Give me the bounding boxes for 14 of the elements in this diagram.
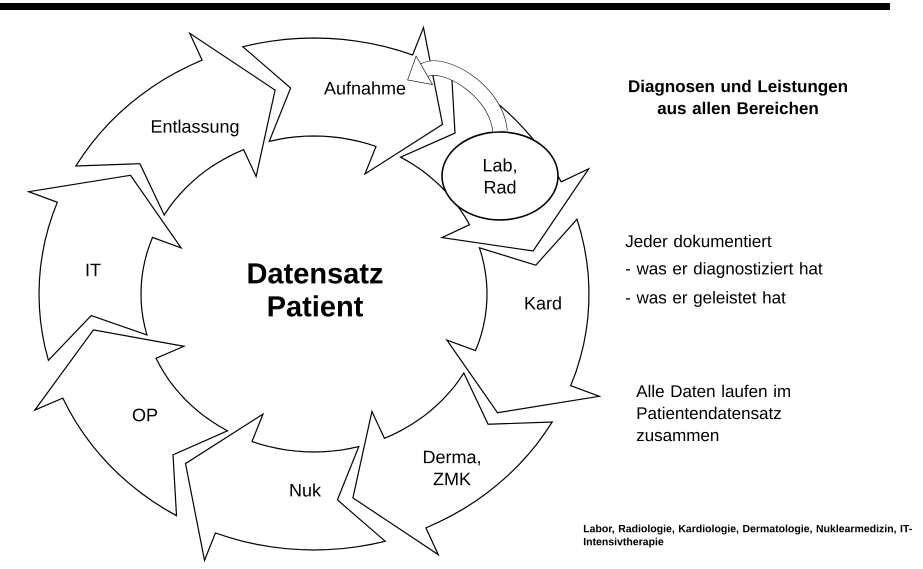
text: Diagnosen und Leistungen aus allen Bereichen bbox=[629, 80, 847, 114]
text: Jeder dokumentiert bbox=[625, 234, 772, 248]
text: Labor, Radiologie, Kardiologie, Dermatologie, Nuklearmedizin, IT-Intensivtherapie bbox=[584, 524, 912, 548]
text: Kard bbox=[525, 296, 561, 310]
text: - was er geleistet hat bbox=[626, 291, 786, 307]
text: IT bbox=[86, 264, 101, 276]
text: Alle Daten laufen im Patientendatensatz zusammen bbox=[636, 384, 790, 442]
text: OP bbox=[132, 408, 158, 422]
text: Derma, ZMK bbox=[424, 450, 480, 486]
text: Datensatz Patient bbox=[248, 263, 382, 317]
text: Aufnahme bbox=[324, 81, 406, 95]
text: Entlassung bbox=[152, 120, 238, 136]
text: Nuk bbox=[290, 483, 322, 497]
text: - was er diagnostiziert hat bbox=[626, 262, 822, 278]
